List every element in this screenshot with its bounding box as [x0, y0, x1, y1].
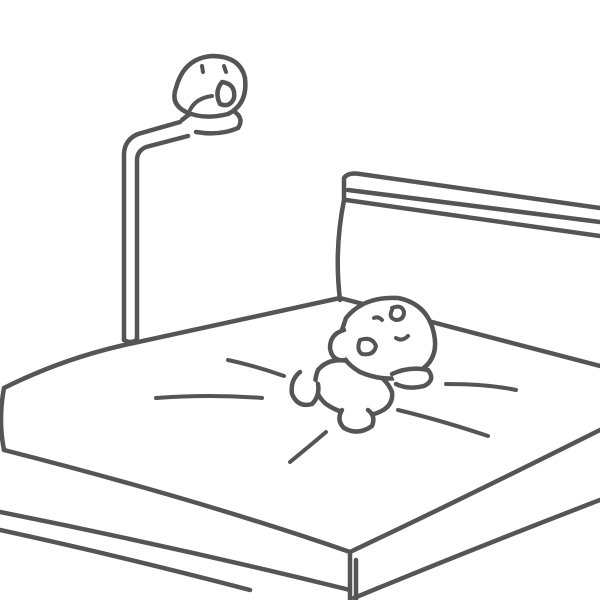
baby-monitor — [121, 53, 248, 345]
baby-head — [337, 295, 438, 381]
monitor-indicator-2 — [222, 64, 228, 74]
bed-frame-right — [351, 497, 600, 600]
sheet-wrinkle-3 — [288, 430, 328, 464]
monitor-pole — [121, 119, 191, 343]
sheet-wrinkle-5 — [444, 382, 518, 392]
baby-arm-left — [327, 327, 349, 363]
monitor-neck — [188, 94, 214, 112]
baby-hair — [388, 304, 406, 322]
baby-eye — [394, 334, 410, 342]
sheet-wrinkle-1 — [226, 358, 286, 378]
baby-foot-bottom — [337, 407, 376, 434]
bed-frame-lower-2 — [0, 527, 253, 593]
bed-frame-lower-1 — [0, 509, 353, 593]
baby-ear — [356, 336, 378, 357]
monitor-lens — [215, 79, 237, 108]
baby — [289, 295, 438, 434]
baby-nose — [372, 315, 384, 322]
monitor-indicator-1 — [200, 64, 205, 74]
bed-headboard — [335, 171, 600, 303]
baby-foot-left — [289, 369, 321, 408]
monitor-camera-head — [172, 53, 248, 119]
baby-arm-right — [389, 366, 434, 390]
mattress-left-side — [0, 385, 7, 453]
bed — [0, 171, 600, 600]
mattress-top — [1, 295, 600, 391]
sheet-wrinkle-2 — [154, 394, 264, 400]
sheet-wrinkle-4 — [396, 408, 490, 438]
